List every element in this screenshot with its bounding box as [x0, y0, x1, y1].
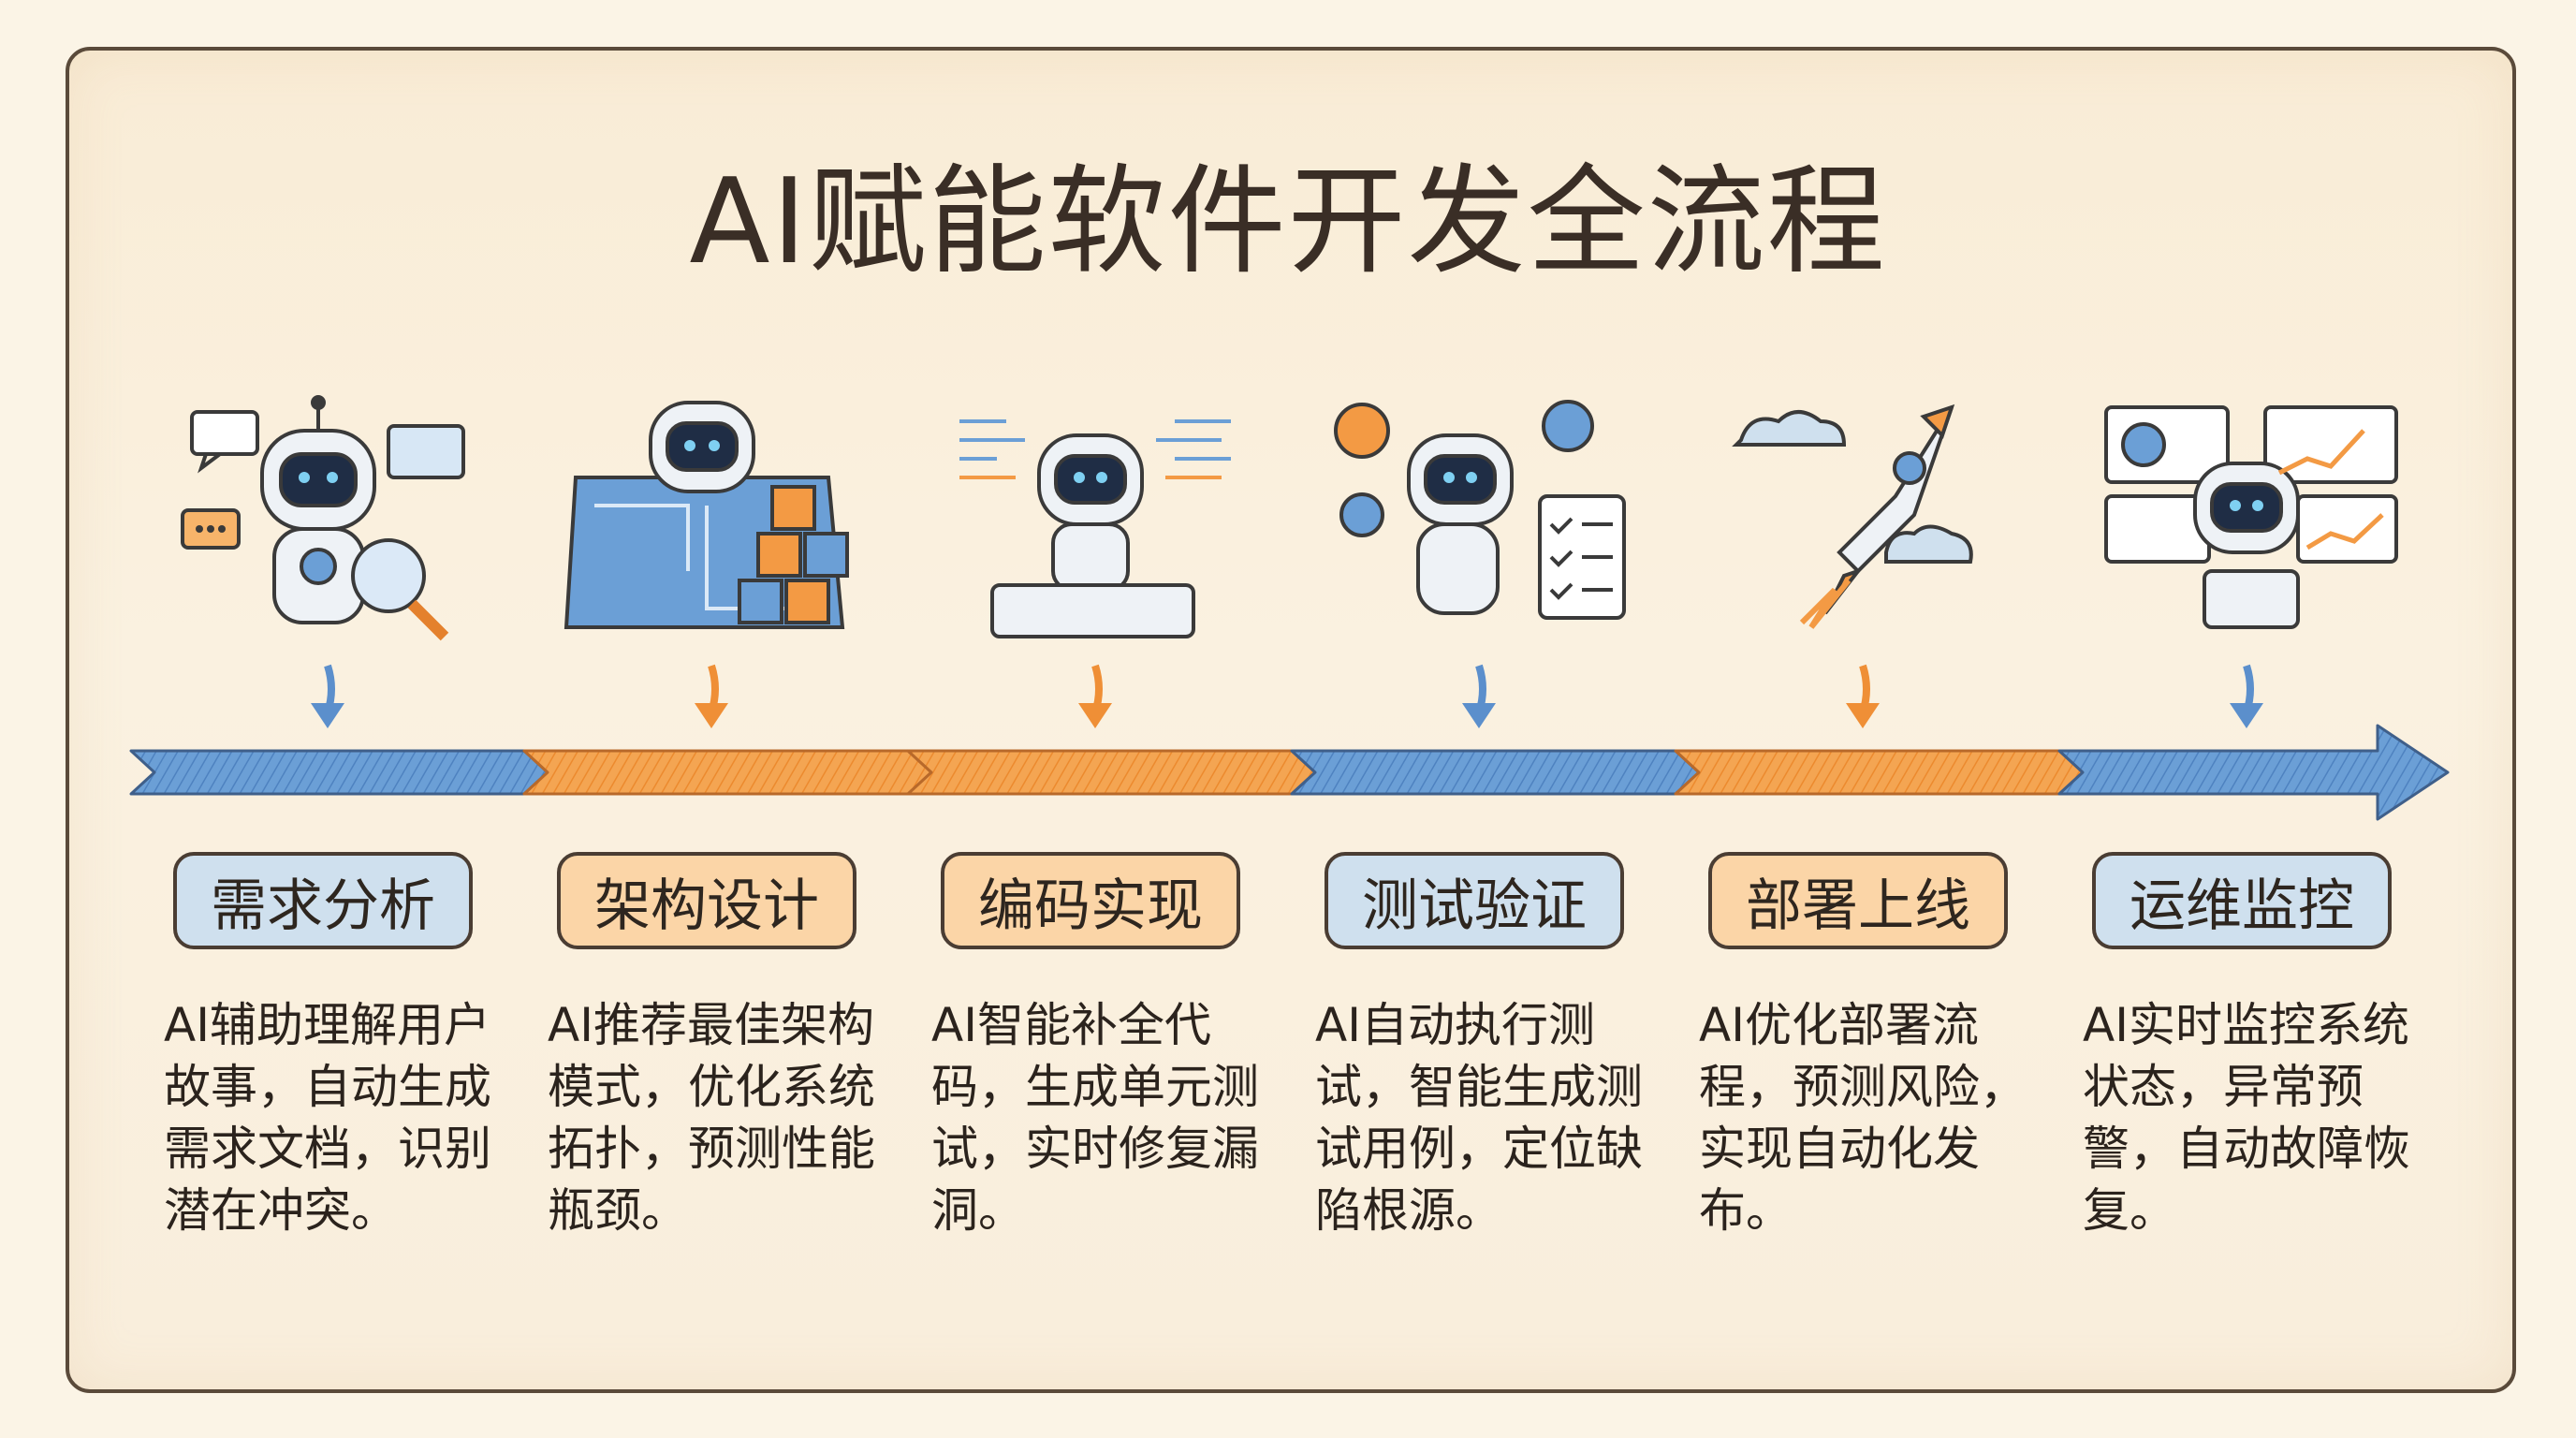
step-operations: 运维监控 AI实时监控系统状态，异常预警，自动故障恢复。: [2055, 0, 2438, 1438]
page-title: AI赋能软件开发全流程: [689, 153, 1887, 290]
band-segment-6: [2057, 724, 2450, 821]
step-requirements: 需求分析 AI辅助理解用户故事，自动生成需求文档，识别潜在冲突。: [136, 0, 520, 1438]
step-description: AI辅助理解用户故事，自动生成需求文档，识别潜在冲突。: [164, 998, 491, 1238]
down-arrow-icon: [1846, 664, 1880, 728]
step-label: 测试验证: [1325, 852, 1624, 949]
step-description: AI智能补全代码，生成单元测试，实时修复漏洞。: [931, 998, 1259, 1238]
step-description: AI推荐最佳架构模式，优化系统拓扑，预测性能瓶颈。: [548, 998, 875, 1238]
step-coding: 编码实现 AI智能补全代码，生成单元测试，实时修复漏洞。: [903, 0, 1287, 1438]
step-deployment: 部署上线 AI优化部署流程，预测风险，实现自动化发布。: [1671, 0, 2055, 1438]
step-description: AI自动执行测试，智能生成测试用例，定位缺陷根源。: [1315, 998, 1643, 1238]
step-label: 需求分析: [173, 852, 473, 949]
robot-checklist-icon: [1287, 384, 1671, 655]
step-description: AI优化部署流程，预测风险，实现自动化发布。: [1699, 998, 2027, 1238]
down-arrow-icon: [1462, 664, 1496, 728]
step-label: 编码实现: [941, 852, 1240, 949]
step-label: 架构设计: [557, 852, 856, 949]
rocket-icon: [1671, 384, 2055, 655]
timeline-arrow: [129, 724, 2450, 821]
down-arrow-icon: [2230, 664, 2263, 728]
robot-dashboard-icon: [2055, 384, 2438, 655]
step-description: AI实时监控系统状态，异常预警，自动故障恢复。: [2083, 998, 2410, 1238]
robot-blueprint-icon: [520, 384, 903, 655]
down-arrow-icon: [1078, 664, 1112, 728]
step-label: 运维监控: [2092, 852, 2392, 949]
step-architecture: 架构设计 AI推荐最佳架构模式，优化系统拓扑，预测性能瓶颈。: [520, 0, 903, 1438]
step-label: 部署上线: [1708, 852, 2008, 949]
down-arrow-icon: [311, 664, 344, 728]
down-arrow-icon: [695, 664, 728, 728]
robot-keyboard-icon: [903, 384, 1287, 655]
robot-magnifier-icon: [136, 384, 520, 655]
canvas-frame: [66, 47, 2516, 1393]
step-testing: 测试验证 AI自动执行测试，智能生成测试用例，定位缺陷根源。: [1287, 0, 1671, 1438]
